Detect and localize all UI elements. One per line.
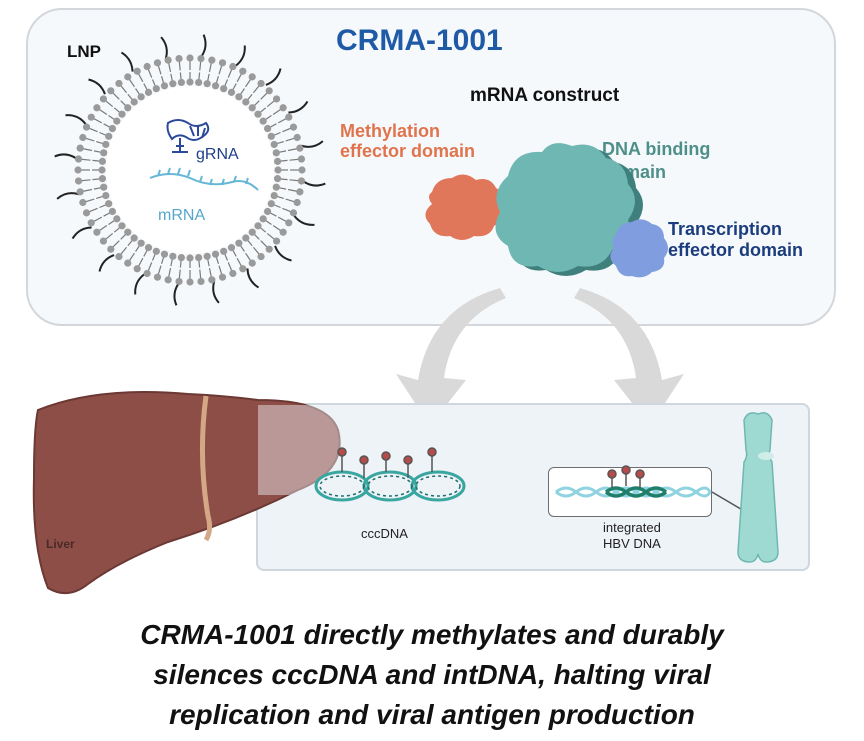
caption-line3: replication and viral antigen production xyxy=(169,699,695,730)
cccdna-illustration xyxy=(314,447,466,502)
transcription-effector-domain xyxy=(610,219,668,278)
hbv-label-line2: HBV DNA xyxy=(603,536,661,551)
arrow-to-cccdna xyxy=(396,288,506,426)
transcription-label-line2: effector domain xyxy=(668,240,804,260)
lnp-tails xyxy=(54,34,326,306)
hbv-label-line1: integrated xyxy=(603,520,661,535)
methylation-label-line1: Methylation xyxy=(340,121,441,141)
chromosome xyxy=(737,412,779,563)
methylation-domain-label: Methylation effector domain xyxy=(340,121,475,161)
liver-ligament xyxy=(199,395,213,542)
dna-binding-domain xyxy=(495,143,635,272)
arrow-to-integrated-dna xyxy=(574,288,684,426)
integrated-methyl-marks xyxy=(607,465,645,488)
caption-line1: CRMA-1001 directly methylates and durabl… xyxy=(140,619,724,650)
methylation-label-line2: effector domain xyxy=(340,141,476,161)
page-title: CRMA-1001 xyxy=(336,24,503,57)
dna-binding-label-line1: DNA binding xyxy=(602,139,711,159)
chromosome-illustration xyxy=(711,412,779,563)
lipid-bilayer xyxy=(74,54,306,286)
liver-illustration xyxy=(32,391,341,595)
liver-shape xyxy=(32,391,341,595)
mrna-label: mRNA xyxy=(158,207,206,224)
integrated-hbv-dna-label: integrated HBV DNA xyxy=(603,520,661,552)
caption-line2: silences cccDNA and intDNA, halting vira… xyxy=(153,659,711,690)
hbv-dna-segment xyxy=(604,486,668,498)
mrna-icon xyxy=(149,167,259,191)
methylation-effector-domain xyxy=(425,174,503,240)
lnp-label: LNP xyxy=(67,42,101,61)
caption: CRMA-1001 directly methylates and durabl… xyxy=(0,615,864,735)
transcription-domain-label: Transcription effector domain xyxy=(668,219,803,261)
cccdna-label: cccDNA xyxy=(361,526,408,541)
lnp-illustration xyxy=(54,34,326,306)
methyl-marks xyxy=(337,447,437,478)
liver-label: Liver xyxy=(46,537,75,551)
grna-label: gRNA xyxy=(196,146,239,163)
protein-construct-illustration xyxy=(425,143,668,278)
grna-icon xyxy=(166,119,210,153)
integrated-dna-illustration xyxy=(555,465,712,498)
target-panel xyxy=(256,403,810,571)
liver-overlay xyxy=(258,405,368,495)
transcription-label-line1: Transcription xyxy=(668,219,783,239)
centromere xyxy=(758,452,774,460)
delivery-arrows xyxy=(396,288,684,426)
mrna-construct-heading: mRNA construct xyxy=(470,85,620,106)
